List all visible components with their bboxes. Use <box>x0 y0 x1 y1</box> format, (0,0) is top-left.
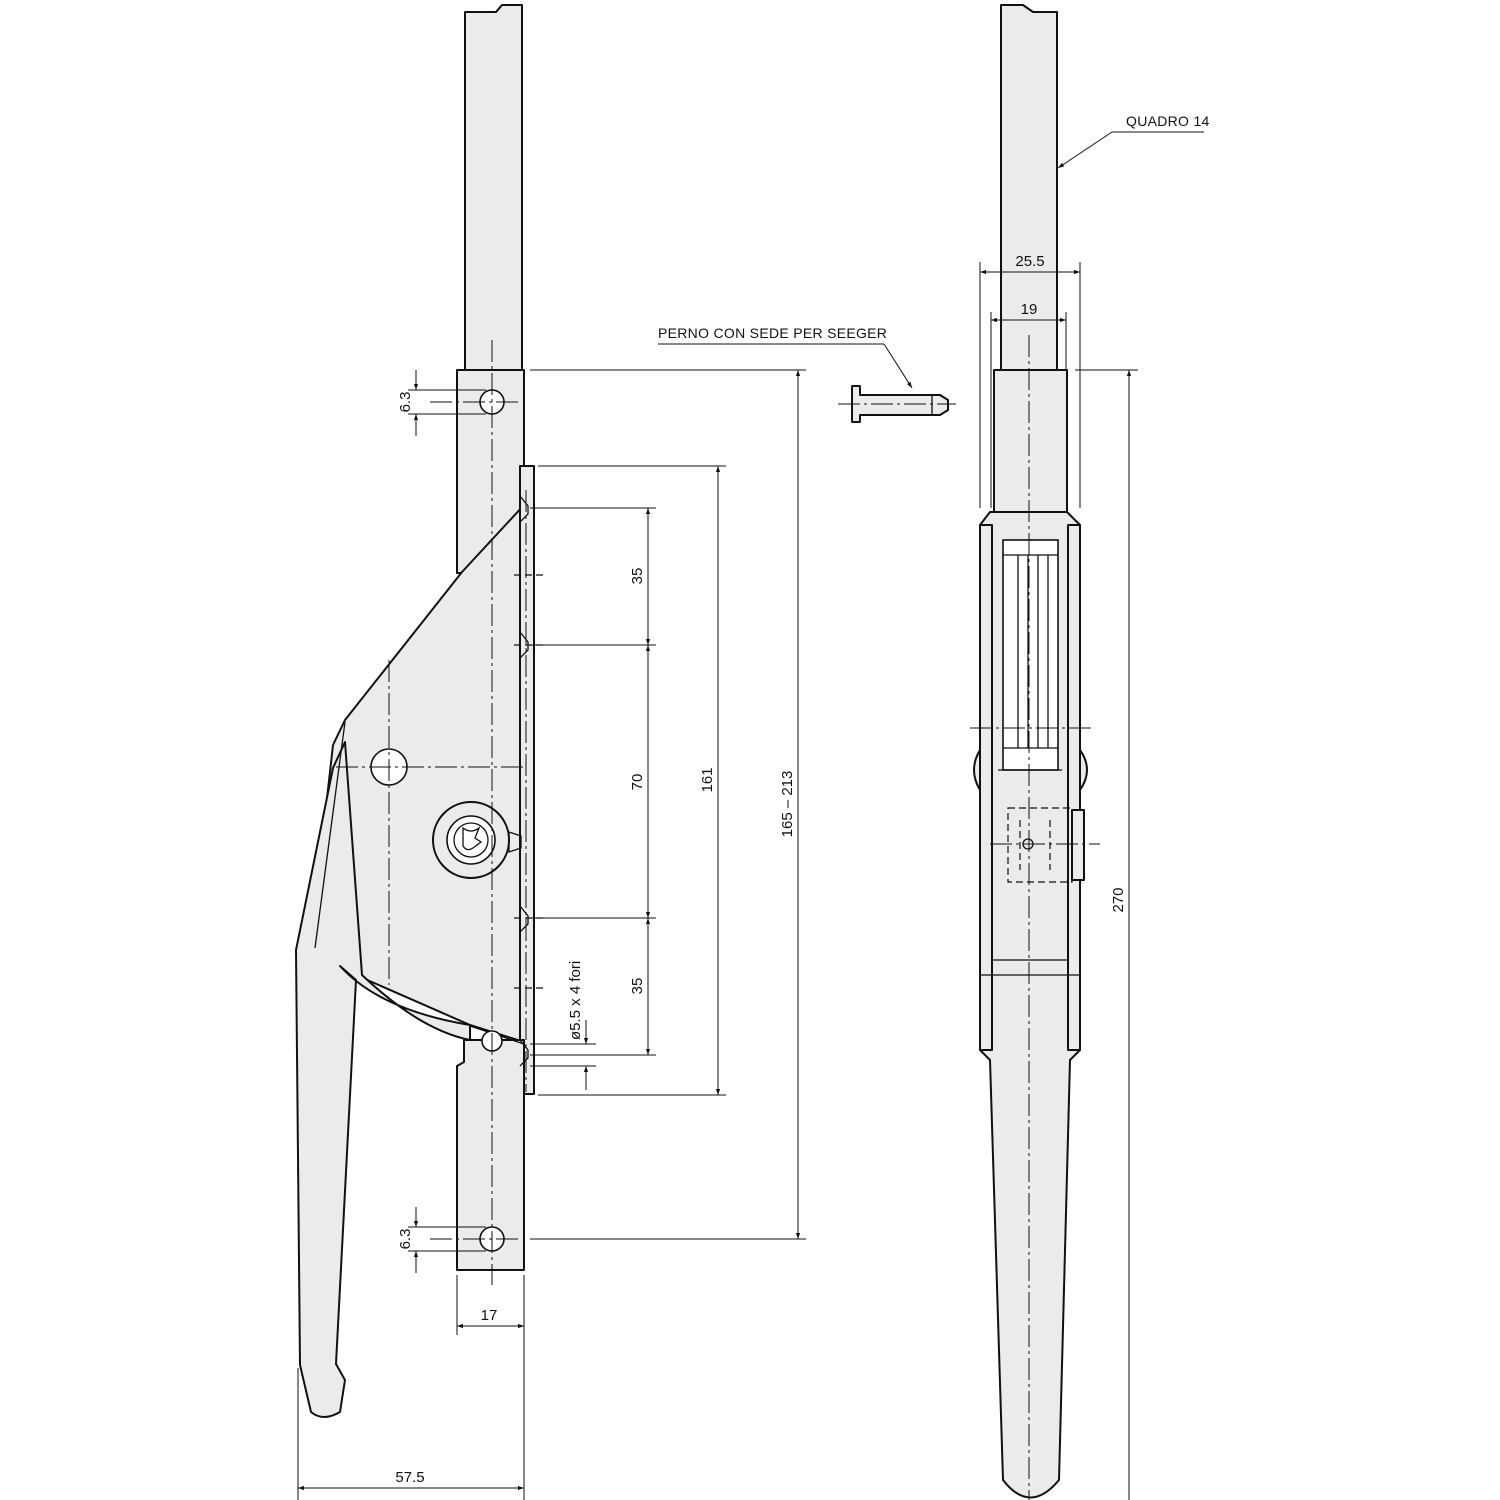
lock-cylinder <box>432 801 522 879</box>
dim-handle-depth: 57.5 <box>395 1469 424 1486</box>
dim-inner-19: 19 <box>1021 301 1038 318</box>
side-upper-bracket <box>993 369 1068 516</box>
pin-detail: PERNO CON SEDE PER SEEGER <box>658 325 956 423</box>
label-quadro: QUADRO 14 <box>1126 113 1210 129</box>
dim-pitch-70: 70 <box>629 774 646 791</box>
front-view: 6.3 6.3 17 57.5 35 7 <box>295 4 806 1500</box>
mounting-plate <box>519 465 535 1095</box>
side-flange <box>979 524 993 1051</box>
dim-total-270: 270 <box>1110 887 1127 912</box>
side-view: QUADRO 14 25.5 19 270 <box>970 4 1210 1500</box>
side-inner-slot <box>1002 539 1059 771</box>
key-slot-icon <box>462 826 483 851</box>
dim-hole-pitch-bottom: 6.3 <box>397 1229 414 1250</box>
label-fori: ø5.5 x 4 fori <box>567 961 584 1040</box>
dim-hole-pitch-top: 6.3 <box>397 392 414 413</box>
dim-pitch-35-top: 35 <box>629 568 646 585</box>
dim-pitch-35-bottom: 35 <box>629 978 646 995</box>
dim-range-165-213: 165 – 213 <box>779 771 796 838</box>
dim-plate-161: 161 <box>699 767 716 792</box>
dim-outer-25-5: 25.5 <box>1015 253 1044 270</box>
lever-handle <box>295 741 471 1418</box>
label-perno: PERNO CON SEDE PER SEEGER <box>658 325 887 341</box>
dim-rod-width: 17 <box>481 1307 498 1324</box>
upper-rod <box>464 4 523 371</box>
lower-bracket <box>456 1039 525 1271</box>
